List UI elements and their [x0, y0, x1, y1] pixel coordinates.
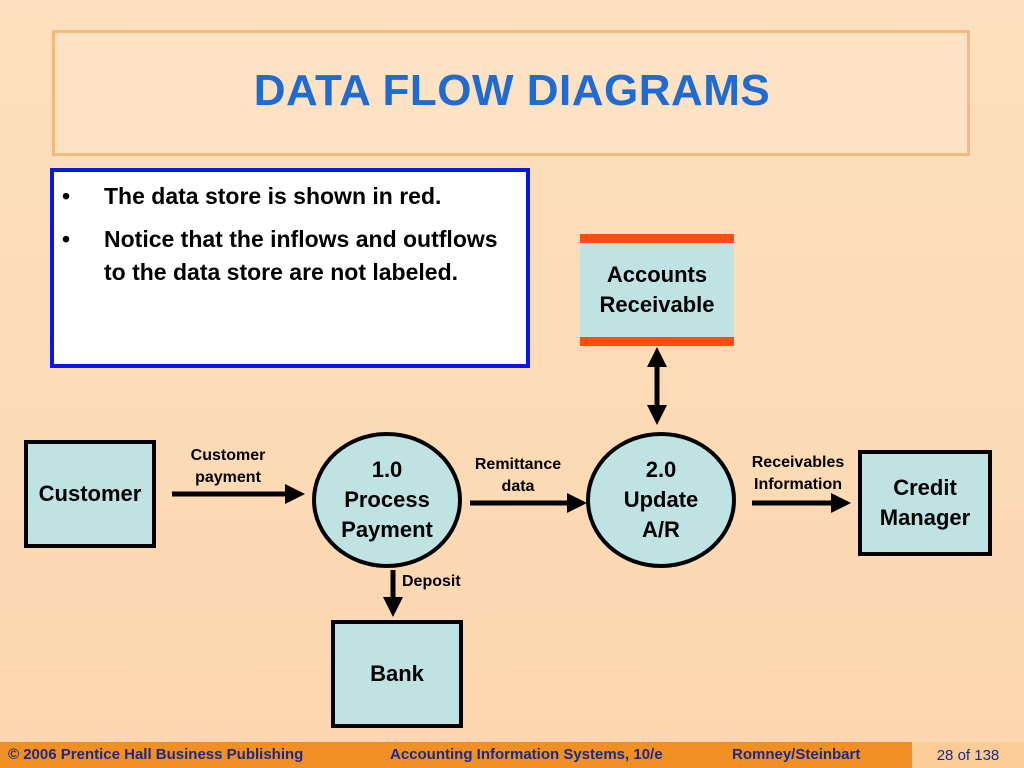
bullet-list: • The data store is shown in red. • Notice… — [62, 180, 520, 299]
customer-payment-label: Customer payment — [190, 447, 266, 486]
title-box — [52, 30, 970, 156]
receivables-information-label: Receivables Information — [751, 454, 845, 493]
deposit-label: Deposit — [402, 573, 461, 590]
footer-copyright: © 2006 Prentice Hall Business Publishing — [8, 746, 304, 763]
customer-entity: Customer — [24, 440, 156, 548]
bullet-dot-icon: • — [62, 183, 71, 209]
bullet-text: Notice that the inflows and outflows to … — [104, 226, 498, 285]
bullet-dot-icon: • — [62, 226, 71, 252]
footer-authors: Romney/Steinbart — [732, 746, 861, 763]
footer-bar: © 2006 Prentice Hall Business Publishing… — [0, 742, 1024, 768]
bullet-item: • Notice that the inflows and outflows to… — [62, 223, 520, 289]
accounts-receivable-store: Accounts Receivable — [580, 234, 734, 346]
update-ar-process: 2.0 Update A/R — [586, 432, 736, 568]
credit-manager-entity: Credit Manager — [858, 450, 992, 556]
bullet-box: • The data store is shown in red. • Notice… — [50, 168, 530, 368]
bullet-item: • The data store is shown in red. — [62, 180, 520, 213]
bullet-text: The data store is shown in red. — [104, 183, 442, 209]
process-payment: 1.0 Process Payment — [312, 432, 462, 568]
footer-book: Accounting Information Systems, 10/e — [390, 746, 663, 763]
bank-entity: Bank — [331, 620, 463, 728]
page-number: 28 of 138 — [912, 742, 1024, 768]
slide-title: DATA FLOW DIAGRAMS — [253, 66, 771, 115]
remittance-data-label: Remittance data — [474, 456, 562, 495]
